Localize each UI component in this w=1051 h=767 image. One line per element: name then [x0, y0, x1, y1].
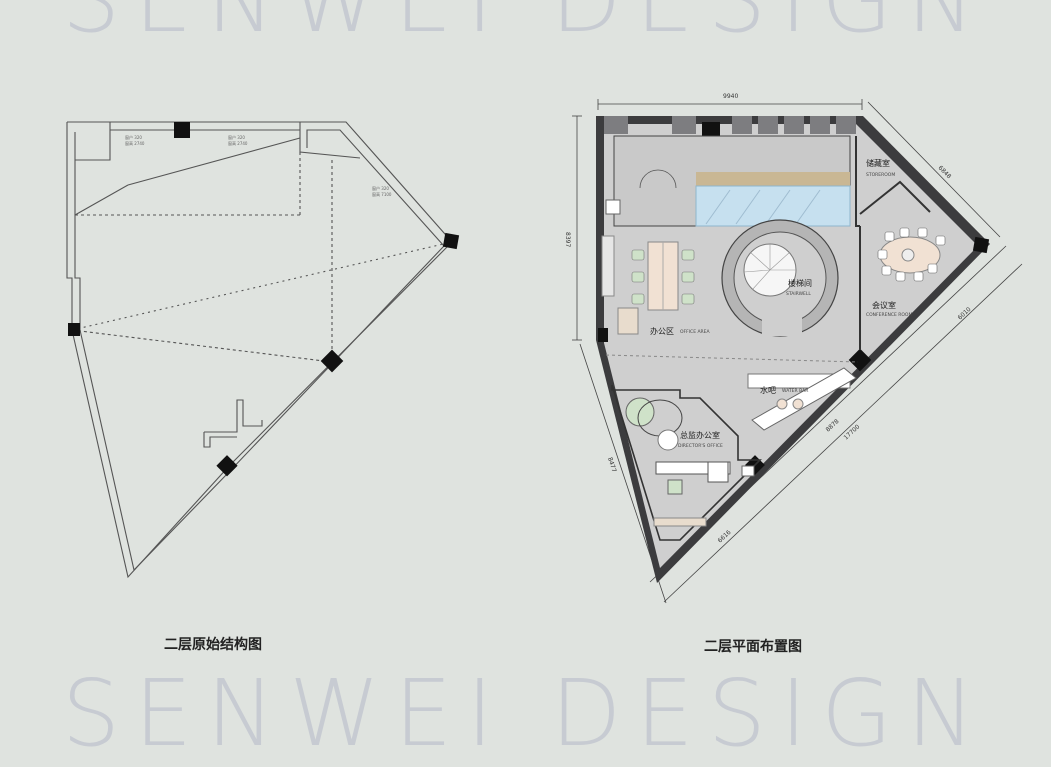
dimension-line-diagonal-outer — [663, 263, 1023, 603]
storeroom-wall — [855, 136, 860, 227]
conference-chairs — [877, 227, 946, 282]
dim-label-right-c: 17700 — [843, 423, 862, 441]
dim-label-right-d: 8878 — [825, 418, 841, 434]
svg-text:窗户 320: 窗户 320 — [228, 134, 245, 140]
dashed-line — [605, 354, 859, 363]
floor-interior — [604, 124, 978, 568]
caption-layout-plan: 二层平面布置图 — [704, 639, 802, 655]
caption-original-plan: 二层原始结构图 — [164, 637, 262, 653]
label-stairwell-en: STAIRWELL — [786, 291, 811, 297]
double-door — [639, 169, 677, 189]
svg-text:窗高 2740: 窗高 2740 — [228, 140, 248, 146]
dim-label-left: 8397 — [564, 232, 571, 247]
label-director-en: DIRECTOR'S OFFICE — [678, 443, 723, 449]
label-conference-en: CONFERENCE ROOM — [866, 312, 912, 318]
label-director-cn: 总监办公室 — [680, 430, 720, 440]
side-table — [657, 429, 679, 451]
label-storeroom-en: STOREROOM — [866, 172, 895, 178]
dim-label-top: 9940 — [723, 93, 738, 100]
dim-label-right-a: 6848 — [937, 164, 953, 180]
glass-partition — [695, 185, 851, 227]
office-chairs — [631, 249, 695, 305]
svg-text:窗高 7100: 窗高 7100 — [372, 191, 392, 197]
director-office-wall — [611, 384, 762, 541]
column-left — [598, 328, 608, 342]
watermark-top: SENWEI DESIGN — [0, 0, 1051, 46]
column-mid — [848, 348, 872, 372]
director-chair — [667, 479, 683, 495]
dimension-line-right-top — [867, 101, 1001, 238]
label-storeroom-cn: 储藏室 — [866, 158, 890, 168]
stair-gap — [762, 300, 802, 336]
column-right — [972, 236, 990, 254]
director-cabinet — [653, 517, 707, 527]
dim-label-right-b: 6010 — [957, 306, 973, 322]
side-desk — [617, 307, 639, 335]
floor-layout-plan: 9940 8397 6848 6010 17700 8878 6616 8477 — [564, 93, 1023, 604]
svg-text:窗户 320: 窗户 320 — [372, 185, 389, 191]
label-stairwell-cn: 楼梯间 — [788, 278, 812, 288]
side-shelf — [601, 235, 615, 297]
dim-label-right-e: 6616 — [717, 529, 733, 545]
dim-label-left-lower: 8477 — [606, 456, 617, 473]
small-cabinet — [605, 199, 621, 215]
window-recesses — [604, 116, 856, 134]
svg-text:窗高 2740: 窗高 2740 — [125, 140, 145, 146]
label-office-en: OFFICE AREA — [680, 329, 711, 335]
svg-text:窗户 320: 窗户 320 — [125, 134, 142, 140]
label-conference-cn: 会议室 — [872, 300, 896, 310]
label-waterbar-en: WATER BAR — [782, 388, 808, 394]
counter-strip — [696, 172, 850, 186]
water-bar-shelf — [751, 367, 857, 431]
label-office-cn: 办公区 — [650, 326, 674, 336]
label-waterbar-cn: 水吧 — [760, 385, 776, 395]
